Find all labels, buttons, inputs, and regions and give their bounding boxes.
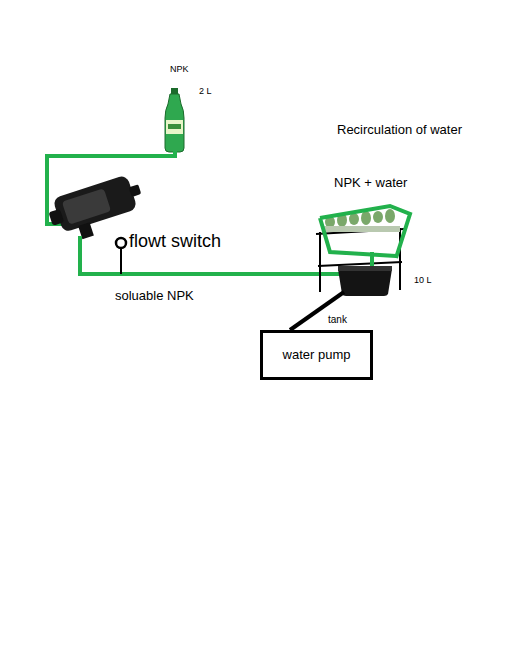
tank-lid <box>338 266 392 271</box>
tank-node: 10 Ltank <box>338 266 392 296</box>
note-label: Recirculation of water <box>337 123 462 137</box>
note-label: NPK + water <box>334 176 407 190</box>
pipe-label: soluable NPK <box>115 289 194 303</box>
volume-label: 10 L <box>414 276 432 286</box>
float-switch-stem <box>120 248 122 274</box>
switch-label: flowt switch <box>129 232 221 252</box>
bottle-label: NPK <box>170 65 189 75</box>
tank-label: tank <box>328 314 347 325</box>
connector-line <box>290 292 344 330</box>
tank-body <box>338 269 392 296</box>
volume-label: 2 L <box>199 87 212 97</box>
tank-symbol <box>338 266 392 296</box>
box-label: water pump <box>283 348 351 362</box>
process-box: water pump <box>260 330 373 380</box>
float-switch-symbol <box>116 238 126 248</box>
npk-bottle <box>165 88 184 152</box>
recirculation-loop <box>320 206 410 268</box>
